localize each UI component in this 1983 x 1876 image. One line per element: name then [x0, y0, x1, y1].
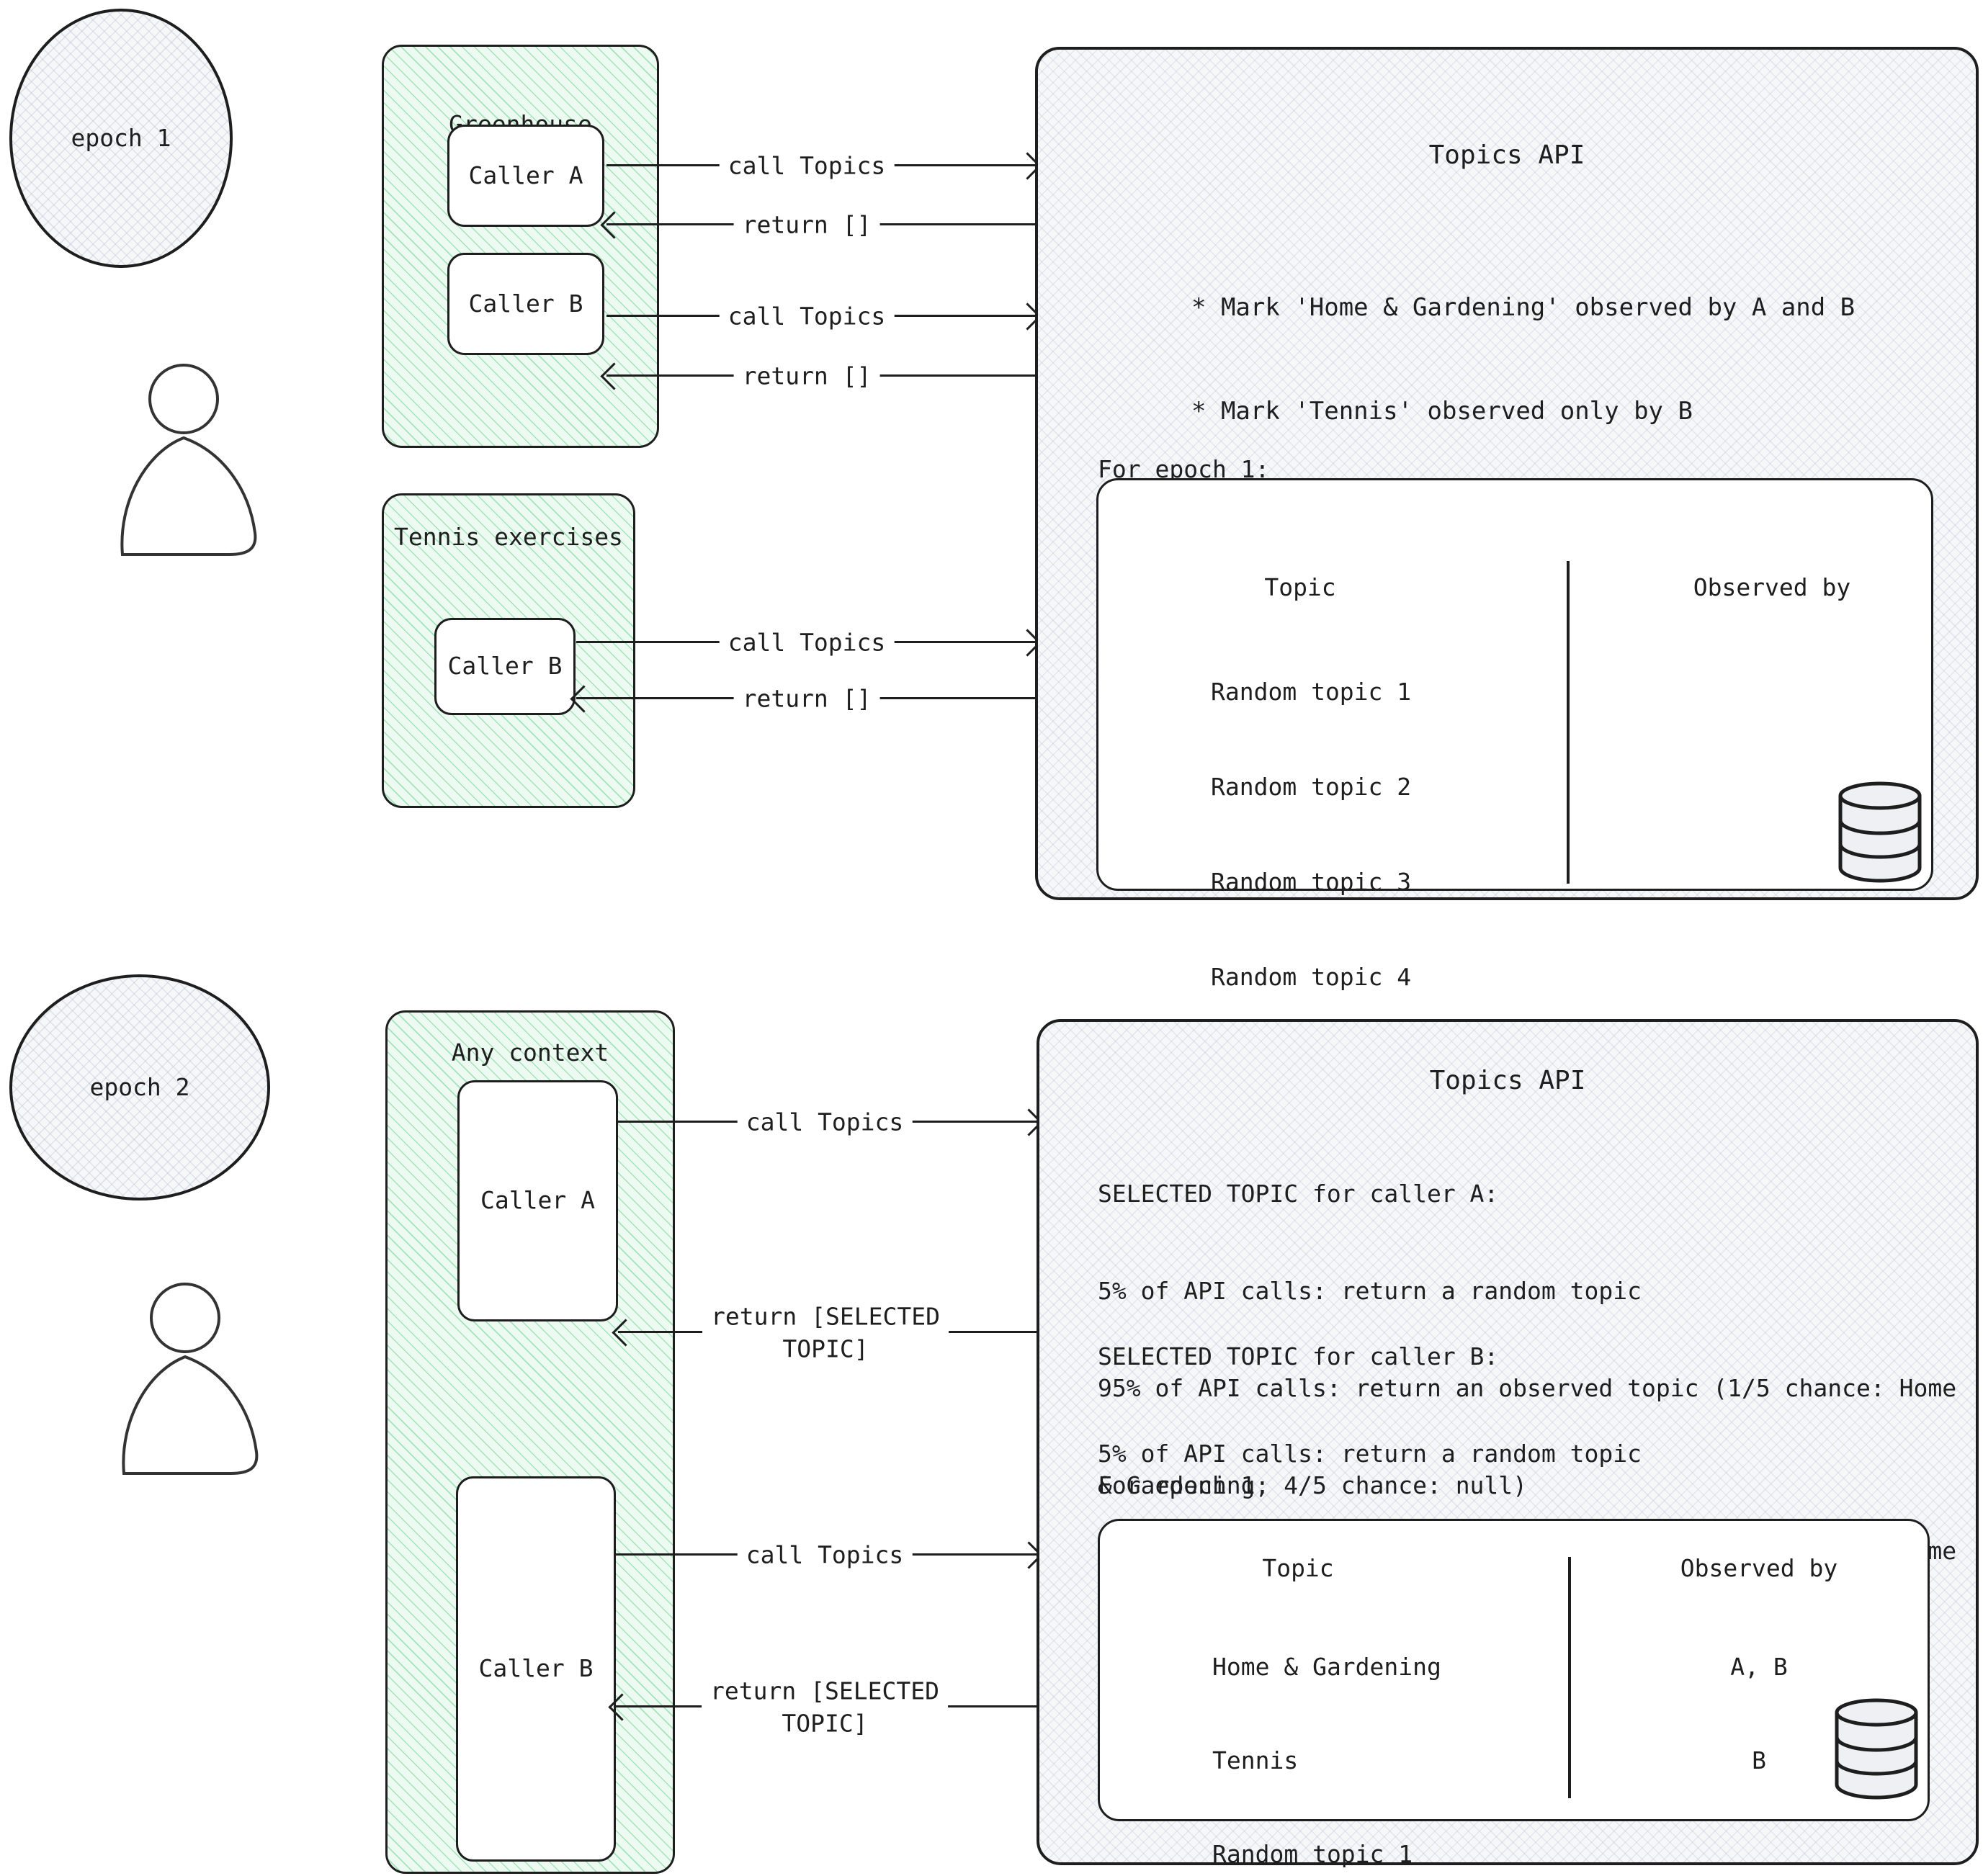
database-icon: [1835, 1698, 1918, 1800]
epoch2-circle: epoch 2: [9, 974, 270, 1200]
table-row-observed: [1653, 957, 1891, 996]
epoch2-table-box: Topic Observed by Home & Gardening Tenni…: [1098, 1519, 1930, 1868]
caller-b-label: Caller B: [468, 289, 583, 318]
table-row-topic: Tennis: [1212, 1746, 1299, 1774]
api-text-line: SELECTED TOPIC for caller A:: [1098, 1180, 1499, 1208]
table-col-topic: Topic: [1264, 573, 1336, 601]
arrow-label-call-b: call Topics: [737, 1538, 913, 1574]
table-col-observed: Observed by: [1680, 1553, 1838, 1582]
epoch1-label: epoch 1: [71, 123, 171, 152]
arrow-call-b-epoch1: call Topics: [606, 299, 1042, 335]
arrow-label-call-tennis: call Topics: [719, 625, 895, 661]
api-text-line: & Gardening, 4/5 chance: null): [1098, 1471, 1528, 1499]
person-icon: [120, 364, 257, 556]
arrow-call-a-epoch2: call Topics: [616, 1105, 1043, 1141]
table-row-topic: Random topic 3: [1211, 867, 1412, 896]
arrow-return-b-epoch1: return []: [600, 359, 1035, 395]
any-context-title: Any context: [451, 1038, 609, 1067]
database-icon: [1838, 781, 1922, 883]
table-divider: [1567, 561, 1570, 884]
caller-a-box-epoch2: Caller A: [457, 1080, 618, 1321]
caller-b-label: Caller B: [478, 1654, 594, 1683]
topics-api-box-epoch2: Topics API SELECTED TOPIC for caller A: …: [1037, 1019, 1979, 1868]
arrow-call-b-epoch2: call Topics: [614, 1538, 1043, 1574]
table-row-observed: [1640, 1835, 1878, 1872]
arrow-label-return-a: return []: [733, 207, 880, 243]
table-col-topic: Topic: [1262, 1553, 1334, 1582]
topic-rows: Home & Gardening Tennis Random topic 1 R…: [1212, 1592, 1441, 1876]
arrow-label-return-b: return []: [733, 359, 880, 395]
api-note-line: * Mark 'Tennis' observed only by B: [1191, 397, 1693, 426]
tennis-title: Tennis exercises: [394, 522, 623, 551]
table-row-topic: Random topic 2: [1211, 772, 1412, 801]
tennis-caller-b-label: Caller B: [447, 652, 563, 681]
epoch2-label: epoch 2: [89, 1072, 190, 1101]
observed-rows: A, B B: [1640, 1592, 1878, 1876]
arrow-return-tennis: return []: [570, 681, 1035, 717]
topics-api-title: Topics API: [1429, 1065, 1586, 1095]
api-text-line: 5% of API calls: return a random topic: [1098, 1440, 1642, 1468]
api-text-line: 5% of API calls: return a random topic: [1098, 1277, 1642, 1305]
topics-api-title: Topics API: [1428, 140, 1585, 170]
epoch1-table-box: Topic Observed by Random topic 1 Random …: [1096, 478, 1933, 1086]
table-row-topic: Random topic 1: [1211, 677, 1412, 706]
caller-a-label: Caller A: [468, 161, 583, 189]
table-divider: [1568, 1557, 1571, 1798]
tennis-caller-b-box: Caller B: [434, 618, 576, 715]
table-col-observed: Observed by: [1693, 573, 1851, 601]
for-epoch-heading: For epoch 1:: [1098, 1471, 1270, 1499]
arrow-call-a-epoch1: call Topics: [606, 148, 1042, 184]
caller-b-box-epoch2: Caller B: [456, 1476, 616, 1862]
table-row-topic: Random topic 4: [1211, 962, 1412, 991]
greenhouse-box: Greenhouse Caller A Caller B: [382, 45, 659, 448]
table-row-topic: Random topic 1: [1212, 1839, 1413, 1868]
arrow-label-return-tennis: return []: [733, 681, 880, 717]
topics-api-box-epoch1: Topics API * Mark 'Home & Gardening' obs…: [1035, 47, 1979, 1086]
arrow-label-call-b: call Topics: [719, 299, 895, 335]
api-text-line: 95% of API calls: return an observed top…: [1098, 1374, 1957, 1402]
tennis-exercises-box: Tennis exercises Caller B: [382, 493, 635, 808]
table-row-observed: A, B: [1730, 1652, 1788, 1681]
api-text-line: SELECTED TOPIC for caller B:: [1098, 1342, 1499, 1370]
caller-b-box: Caller B: [447, 253, 604, 355]
table-row-observed: B: [1752, 1746, 1766, 1774]
arrow-label-call-a: call Topics: [719, 148, 895, 184]
table-row-observed: [1653, 672, 1891, 711]
caller-a-label: Caller A: [480, 1186, 595, 1215]
epoch1-circle: epoch 1: [9, 9, 233, 268]
any-context-box: Any context Caller A Caller B: [385, 1010, 675, 1874]
api-notes: * Mark 'Home & Gardening' observed by A …: [1191, 221, 1855, 498]
person-icon: [122, 1283, 259, 1475]
table-row-topic: Home & Gardening: [1212, 1652, 1441, 1681]
arrow-label-call-a: call Topics: [737, 1105, 913, 1141]
api-note-line: * Mark 'Home & Gardening' observed by A …: [1191, 293, 1856, 322]
arrow-return-a-epoch1: return []: [600, 207, 1035, 243]
selected-topic-a-block: SELECTED TOPIC for caller A: 5% of API c…: [1098, 1113, 1956, 1566]
arrow-call-tennis: call Topics: [576, 625, 1042, 661]
caller-a-box: Caller A: [447, 125, 604, 227]
